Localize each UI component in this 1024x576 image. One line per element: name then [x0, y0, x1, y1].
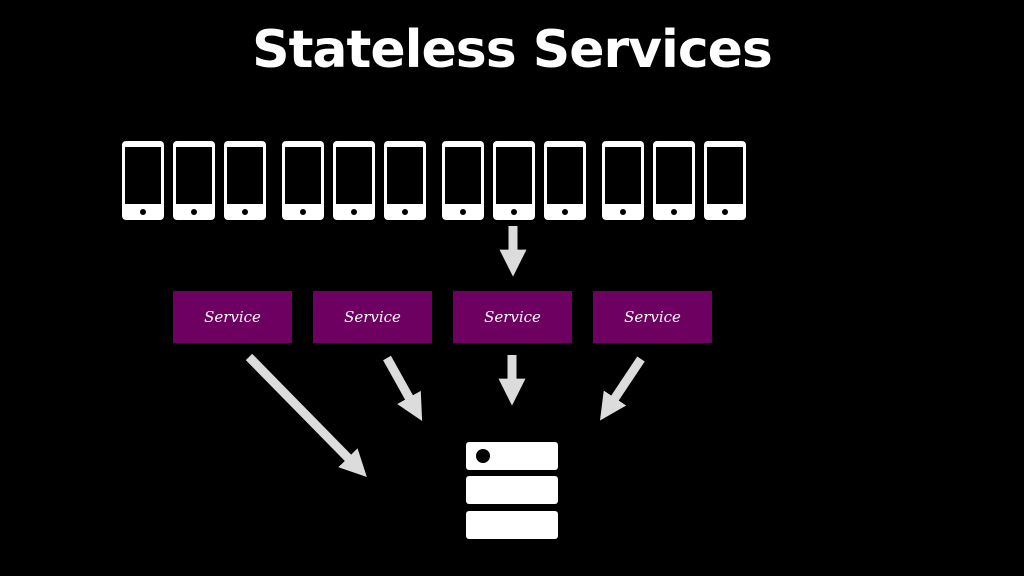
smartphone-icon — [282, 141, 324, 220]
smartphone-icon — [333, 141, 375, 220]
service-box: Service — [173, 291, 292, 343]
arrow-service1-to-db — [245, 353, 367, 477]
arrow-service4-to-db — [600, 356, 645, 421]
smartphone-icon — [442, 141, 484, 220]
smartphone-icon — [544, 141, 586, 220]
arrow-service2-to-db — [383, 355, 423, 422]
smartphone-icon — [122, 141, 164, 220]
service-box: Service — [313, 291, 432, 343]
smartphone-icon — [224, 141, 266, 220]
smartphone-icon — [493, 141, 535, 220]
smartphone-icon — [173, 141, 215, 220]
smartphone-icon — [653, 141, 695, 220]
smartphone-icon — [602, 141, 644, 220]
smartphone-icon — [384, 141, 426, 220]
service-box: Service — [453, 291, 572, 343]
slide-title: Stateless Services — [252, 20, 773, 80]
smartphone-icon — [704, 141, 746, 220]
service-box: Service — [593, 291, 712, 343]
